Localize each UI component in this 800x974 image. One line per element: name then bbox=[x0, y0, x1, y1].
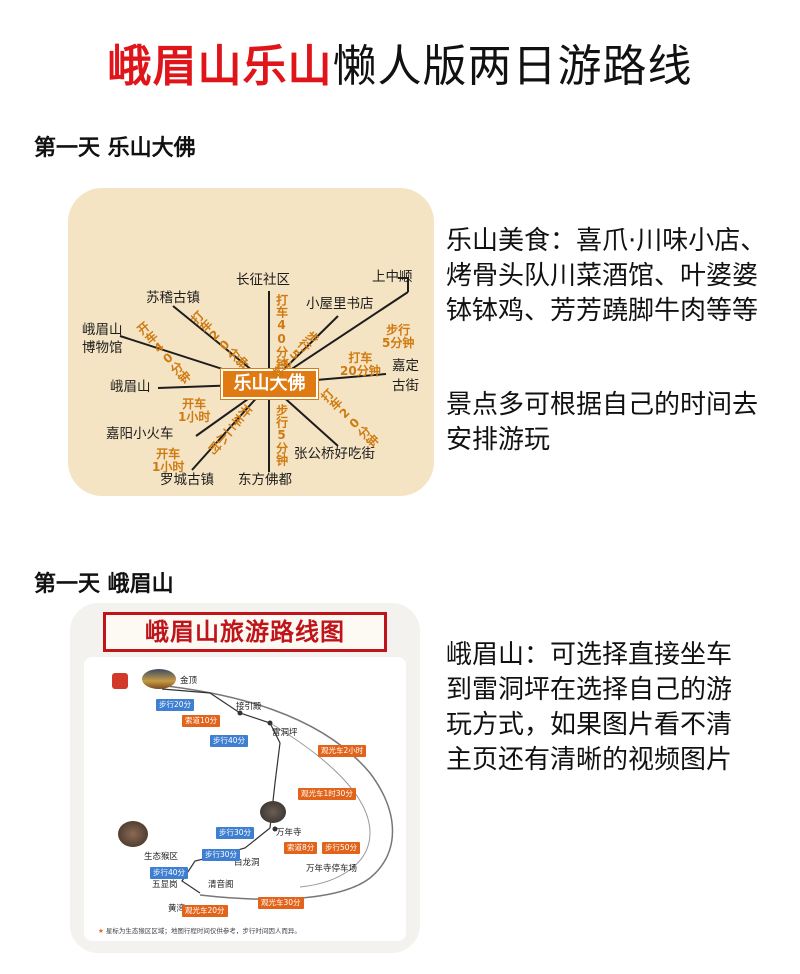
road-inner bbox=[269, 722, 371, 888]
tag-bus-20: 观光车20分 bbox=[182, 905, 228, 917]
route-jiayang: 开车 1小时 bbox=[152, 448, 184, 473]
wannian-photo bbox=[260, 801, 286, 823]
monkey-photo bbox=[118, 821, 148, 847]
place-zhanggongqiao: 张公桥好吃街 bbox=[294, 446, 375, 462]
place-jiading-line1: 嘉定 bbox=[392, 358, 419, 374]
place-huangwan: 黄湾 bbox=[168, 904, 186, 914]
place-wannian: 万年寺 bbox=[276, 828, 302, 838]
map-footnote-text: 星标为生态猴区区域；地图行程时间仅供参考，步行时间因人而异。 bbox=[105, 927, 301, 935]
day2-heading: 第一天 峨眉山 bbox=[34, 572, 174, 597]
route-dongfang: 步行5分钟 bbox=[274, 404, 289, 466]
day1-heading: 第一天 乐山大佛 bbox=[34, 136, 196, 161]
page-title: 峨眉山乐山懒人版两日游路线 bbox=[0, 30, 800, 94]
place-qingyin: 清音阁 bbox=[208, 880, 234, 890]
emeishan-route-map: 峨眉山旅游路线图 金顶 接引殿 雷洞坪 万年寺 万年寺停车场 生态猴区 白龙洞 … bbox=[70, 603, 420, 953]
title-highlight: 峨眉山乐山 bbox=[107, 41, 333, 92]
route-shangzhongshun: 步行 5分钟 bbox=[382, 324, 414, 349]
route-jiayang-line2: 1小时 bbox=[152, 459, 185, 474]
tag-walk-50: 步行50分 bbox=[322, 842, 361, 854]
route-shangzhongshun-line2: 5分钟 bbox=[382, 335, 415, 350]
place-changzheng: 长征社区 bbox=[236, 272, 290, 288]
tag-bus-30: 观光车30分 bbox=[258, 897, 304, 909]
emeishan-route-lines bbox=[157, 684, 394, 900]
place-dongfang: 东方佛都 bbox=[238, 472, 292, 488]
leshan-route-map: 长征社区 上中顺 苏稽古镇 小屋里书店 峨眉山 博物馆 峨眉山 嘉定 古街 嘉阳… bbox=[68, 188, 434, 496]
tag-walk-40: 步行40分 bbox=[210, 735, 249, 747]
place-wuxian: 五显岗 bbox=[152, 880, 178, 890]
place-xiaowu: 小屋里书店 bbox=[306, 296, 374, 312]
leshan-tip: 景点多可根据自己的时间去安排游玩 bbox=[446, 390, 759, 455]
place-leidongping: 雷洞坪 bbox=[272, 728, 298, 738]
line-shangzhongshun bbox=[268, 291, 409, 385]
tag-bus-2h: 观光车2小时 bbox=[318, 745, 367, 757]
route-shangzhongshun-line1: 步行 bbox=[386, 323, 411, 337]
jinding-photo bbox=[142, 669, 176, 689]
tag-walk-30b: 步行30分 bbox=[202, 849, 241, 861]
route-emeishan: 开车 1小时 bbox=[178, 398, 210, 423]
line-shangzhongshun-end bbox=[398, 277, 409, 292]
place-jiading-line2: 古街 bbox=[392, 378, 419, 394]
tag-cable-10: 索道10分 bbox=[182, 715, 221, 727]
route-changzheng: 打车40分钟 bbox=[274, 294, 289, 370]
place-jinding: 金顶 bbox=[180, 676, 198, 686]
place-jieyindian: 接引殿 bbox=[236, 702, 262, 712]
place-museum-line1: 峨眉山 bbox=[82, 322, 123, 338]
title-rest: 懒人版两日游路线 bbox=[332, 41, 693, 92]
dot-wannian bbox=[272, 826, 278, 832]
star-icon: ★ bbox=[98, 927, 106, 935]
route-emeishan-line2: 1小时 bbox=[178, 409, 211, 424]
tag-bus-1h30: 观光车1时30分 bbox=[298, 788, 356, 800]
place-wannian-parking: 万年寺停车场 bbox=[306, 864, 358, 874]
map-title: 峨眉山旅游路线图 bbox=[103, 612, 387, 652]
tag-walk-40b: 步行40分 bbox=[150, 867, 189, 879]
dot-jieyindian bbox=[237, 710, 243, 716]
route-jiading-line2: 20分钟 bbox=[340, 363, 381, 378]
tag-walk-20: 步行20分 bbox=[156, 699, 195, 711]
place-suji: 苏稽古镇 bbox=[146, 290, 200, 306]
place-emeishan: 峨眉山 bbox=[110, 379, 151, 395]
place-shangzhongshun: 上中顺 bbox=[372, 269, 413, 285]
route-emeishan-line1: 开车 bbox=[182, 397, 207, 411]
place-luocheng: 罗城古镇 bbox=[160, 472, 214, 488]
leshan-food-description: 乐山美食：喜爪·川味小店、烤骨头队川菜酒馆、叶婆婆钵钵鸡、芳芳蹺脚牛肉等等 bbox=[446, 226, 767, 326]
place-jiayang: 嘉阳小火车 bbox=[106, 426, 174, 442]
route-jiading-line1: 打车 bbox=[348, 351, 373, 365]
center-leshan-buddha: 乐山大佛 bbox=[221, 369, 318, 399]
place-museum-line2: 博物馆 bbox=[82, 340, 123, 356]
emeishan-logo bbox=[112, 673, 128, 689]
place-shengtai: 生态猴区 bbox=[144, 852, 179, 862]
place-bailong: 白龙洞 bbox=[234, 858, 260, 868]
dot-leidongping bbox=[267, 720, 273, 726]
tag-cable-8: 索道8分 bbox=[284, 842, 318, 854]
route-jiayang-line1: 开车 bbox=[156, 447, 181, 461]
emeishan-description: 峨眉山：可选择直接坐车到雷洞坪在选择自己的游玩方式，如果图片看不清主页还有清晰的… bbox=[446, 640, 733, 775]
route-jiading: 打车 20分钟 bbox=[340, 352, 381, 377]
map-footnote: ★ 星标为生态猴区区域；地图行程时间仅供参考，步行时间因人而异。 bbox=[98, 925, 301, 935]
tag-walk-30a: 步行30分 bbox=[216, 827, 255, 839]
